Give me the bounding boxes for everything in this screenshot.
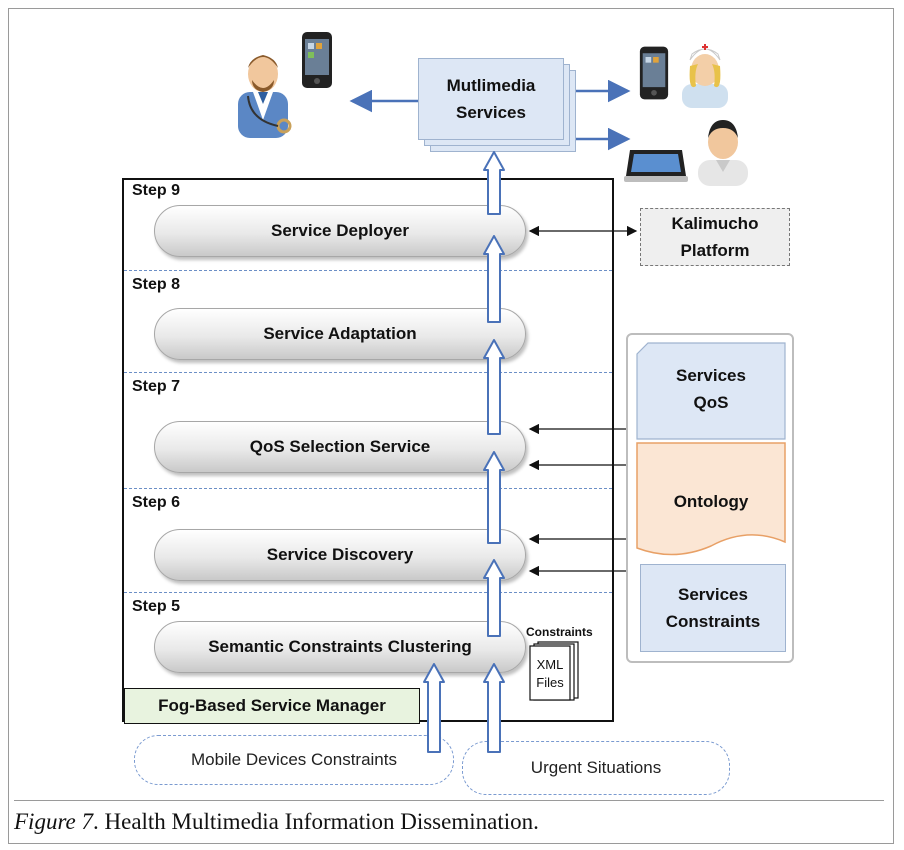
service-adaptation-pill: Service Adaptation (154, 308, 526, 360)
services-qos-line2: QoS (693, 393, 729, 412)
qos-selection-pill: QoS Selection Service (154, 421, 526, 473)
smartphone-icon (302, 32, 332, 88)
user-icon (698, 120, 748, 186)
services-constraints-box: Services Constraints (640, 564, 786, 652)
service-deployer-pill: Service Deployer (154, 205, 526, 257)
up-arrow (483, 451, 505, 544)
ontology-shape (636, 442, 786, 556)
constraints-files-title: Constraints (526, 625, 593, 639)
services-constraints-line2: Constraints (665, 612, 761, 631)
step-separator (124, 488, 612, 489)
services-qos-shape (636, 342, 786, 440)
step-separator (124, 372, 612, 373)
step-separator (124, 592, 612, 593)
xml-files-label: XML Files (530, 656, 570, 692)
xml-files-icon (529, 641, 579, 701)
services-qos-text: Services QoS (636, 356, 786, 422)
smartphone-icon (639, 46, 669, 100)
services-qos-line1: Services (676, 366, 746, 385)
up-arrow (483, 559, 505, 637)
manager-label: Fog-Based Service Manager (124, 688, 420, 724)
ontology-text: Ontology (673, 491, 749, 511)
mobile-devices-constraints-input: Mobile Devices Constraints (134, 735, 454, 785)
figure-caption: Figure 7. Health Multimedia Information … (14, 800, 884, 844)
caption-figure-number: Figure 7 (14, 809, 93, 834)
up-arrow (483, 235, 505, 323)
multimedia-line1: Mutlimedia (446, 76, 536, 95)
up-arrow (483, 151, 505, 215)
xml-files-line1: XML (536, 657, 564, 672)
doctor-icon (238, 55, 292, 138)
kalimucho-platform-box: Kalimucho Platform (640, 208, 790, 266)
multimedia-services-box: Mutlimedia Services (418, 58, 564, 140)
semantic-clustering-pill: Semantic Constraints Clustering (154, 621, 526, 673)
services-constraints-line1: Services (678, 585, 748, 604)
step-label: Step 7 (132, 378, 181, 395)
up-arrow (483, 339, 505, 435)
step-separator (124, 270, 612, 271)
caption-text: . Health Multimedia Information Dissemin… (93, 809, 539, 834)
xml-files-line2: Files (536, 675, 564, 690)
step-label: Step 9 (132, 182, 181, 199)
kalimucho-line2: Platform (680, 241, 750, 260)
service-discovery-pill: Service Discovery (154, 529, 526, 581)
tablet-icon (624, 150, 688, 182)
step-label: Step 5 (132, 598, 181, 615)
multimedia-line2: Services (456, 103, 526, 122)
step-label: Step 6 (132, 494, 181, 511)
kalimucho-line1: Kalimucho (671, 214, 759, 233)
nurse-icon (682, 44, 728, 108)
step-label: Step 8 (132, 276, 181, 293)
urgent-situations-input: Urgent Situations (462, 741, 730, 795)
